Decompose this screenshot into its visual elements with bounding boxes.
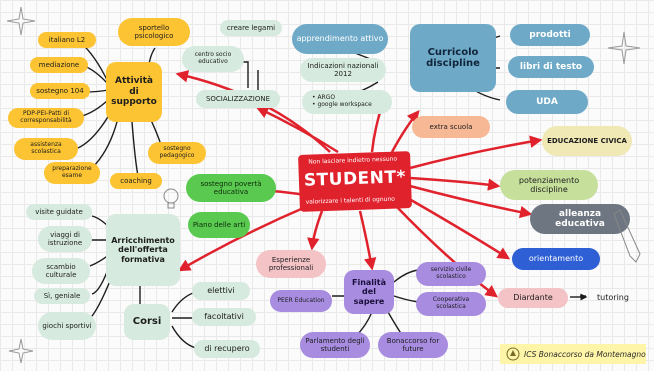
node-visite-guidate: visite guidate <box>26 204 92 220</box>
node-assistenza: assistenza scolastica <box>14 138 78 160</box>
node-pdp: PDP-PEI-Patti di corresponsabilità <box>8 108 84 128</box>
node-sostegno-poverta: sostegno povertà educativa <box>186 174 276 202</box>
node-bonaccorso-future: Bonaccorso for future <box>378 332 448 358</box>
node-scambio: scambio culturale <box>32 258 90 284</box>
node-sportello: sportello psicologico <box>118 18 190 46</box>
center-title: STUDENT* <box>303 167 407 191</box>
node-indicazioni: Indicazioni nazionali 2012 <box>300 58 386 82</box>
node-extra-scuola: extra scuola <box>412 116 490 138</box>
node-viaggi: viaggi di istruzione <box>38 226 92 252</box>
node-sostegno-104: sostegno 104 <box>30 83 90 99</box>
node-mediazione: mediazione <box>30 57 88 73</box>
node-giochi: giochi sportivi <box>38 312 96 340</box>
node-corsi: Corsi <box>124 304 170 340</box>
lightbulb-icon <box>163 188 179 209</box>
node-attivita-supporto: Attività di supporto <box>106 62 162 122</box>
node-parlamento: Parlamento degli studenti <box>300 332 370 358</box>
node-servizio-civile: servizio civile scolastico <box>416 262 486 286</box>
node-educazione-civica: EDUCAZIONE CIVICA <box>542 126 632 156</box>
node-sostegno-pedagogico: sostegno pedagogico <box>148 142 206 164</box>
node-arricchimento: Arricchimento dell'offerta formativa <box>106 214 180 286</box>
node-socializzazione: SOCIALIZZAZIONE <box>196 90 280 108</box>
node-apprendimento: apprendimento attivo <box>292 24 388 54</box>
node-esperienze: Esperienze professionali <box>256 250 326 278</box>
node-italiano-l2: italiano L2 <box>38 32 96 48</box>
sparkle-icon <box>6 6 36 36</box>
node-potenziamento: potenziamento discipline <box>500 170 598 200</box>
node-prodotti: prodotti <box>510 24 590 46</box>
node-creare-legami: creare legami <box>220 20 282 36</box>
node-alleanza: alleanza educativa <box>530 204 630 234</box>
sparkle-icon <box>607 31 641 65</box>
node-recupero: di recupero <box>194 340 260 358</box>
node-centro-socio: centro socio educativo <box>182 46 244 72</box>
school-logo-icon <box>506 347 520 361</box>
node-peer: PEER Education <box>270 290 332 312</box>
node-elettivi: elettivi <box>192 282 250 300</box>
node-libri: libri di testo <box>508 56 594 78</box>
sparkle-icon <box>8 338 34 364</box>
center-subline: valorizzare i talenti di ognuno <box>305 195 396 206</box>
node-coaching: coaching <box>110 173 162 189</box>
node-cooperativa: Cooperativa scolastica <box>416 292 486 316</box>
pencil-icon <box>613 209 641 263</box>
node-facoltativi: facoltativi <box>192 308 256 326</box>
node-uda: UDA <box>506 90 588 114</box>
node-finalita: Finalità del sapere <box>344 270 394 314</box>
node-preparazione: preparazione esame <box>44 162 100 184</box>
node-diardante: Diardante <box>498 288 568 308</box>
node-si-geniale: Sì, geniale <box>34 288 90 304</box>
footer-banner: ICS Bonaccorso da Montemagno <box>500 344 646 364</box>
footer-label: ICS Bonaccorso da Montemagno <box>524 349 646 359</box>
center-tagline: Non lasciare indietro nessuno <box>308 155 398 166</box>
node-orientamento: orientamento <box>512 248 600 270</box>
node-piano-arti: Piano delle arti <box>188 212 250 238</box>
node-tutoring: tutoring <box>597 293 629 303</box>
node-argo: • ARGO • google workspace <box>302 90 392 114</box>
central-node-student: Non lasciare indietro nessuno STUDENT* v… <box>298 151 412 212</box>
node-curricolo: Curricolo discipline <box>410 24 496 92</box>
